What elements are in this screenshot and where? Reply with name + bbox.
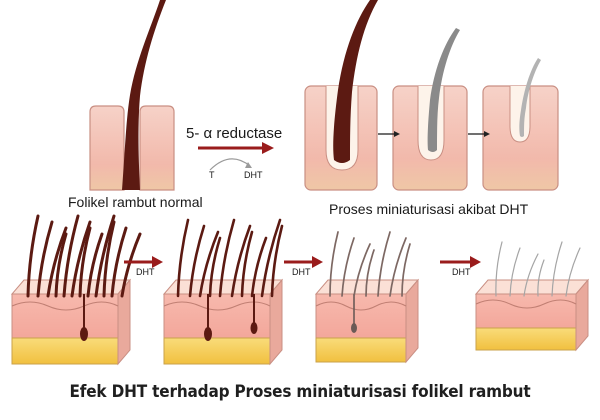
dht-product-label: DHT: [244, 170, 263, 180]
skin-column-left: [89, 105, 125, 191]
hair-strand: [94, 214, 116, 298]
enzyme-arrow-head: [262, 142, 274, 154]
progression-arrow-3: [470, 256, 481, 268]
follicle-2-hair: [427, 28, 460, 152]
conversion-curve: [209, 158, 251, 171]
hair-strand: [240, 230, 254, 298]
terminal-hair-shaft: [122, 0, 166, 190]
progression-arrow-2: [312, 256, 323, 268]
hair-strand: [537, 259, 545, 297]
mini-arrow-1: [394, 131, 400, 137]
hair-strand: [260, 218, 282, 298]
hair-strand: [62, 214, 80, 298]
progression-arrows: [124, 256, 481, 268]
mini-arrow-2: [484, 131, 490, 137]
hair-strand: [250, 236, 268, 298]
hair-strand: [70, 220, 92, 298]
skin-cube-4: [474, 278, 590, 352]
hair-strand: [176, 218, 190, 298]
hair-strand: [208, 236, 222, 298]
progression-arrow-1: [152, 256, 163, 268]
hair-strand: [198, 230, 220, 298]
hair-strand: [218, 218, 236, 298]
enzyme-label: 5- α reductase: [186, 125, 283, 142]
hair-strand: [26, 214, 40, 298]
hair-strand: [102, 220, 116, 298]
hair-strand: [86, 232, 104, 298]
hair-strand: [329, 231, 339, 297]
figure-caption: Efek DHT terhadap Proses miniaturisasi f…: [69, 382, 531, 402]
hair-strands-cube-1: [26, 214, 142, 298]
hair-strand: [78, 226, 92, 298]
hair-strand: [565, 247, 581, 297]
dht-arrow-label-1: DHT: [136, 267, 155, 277]
hair-strand: [551, 241, 563, 297]
testosterone-label: T: [209, 170, 215, 180]
hair-strand: [110, 226, 128, 298]
miniaturization-follicles: [304, 0, 559, 191]
dht-arrow-label-3: DHT: [452, 267, 471, 277]
hair-strand: [230, 224, 252, 298]
hair-strand: [377, 231, 391, 297]
follicle-bulbs: [80, 294, 357, 341]
hair-strand: [120, 232, 142, 298]
hair-strands-cube-2: [176, 218, 284, 298]
enzyme-conversion: [198, 142, 274, 171]
miniaturization-label: Proses miniaturisasi akibat DHT: [329, 201, 529, 217]
hair-strand: [36, 220, 54, 298]
skin-column-right: [139, 105, 175, 191]
hair-strands-cube-3: [329, 231, 411, 297]
follicle-3-hair: [519, 58, 541, 137]
hair-strand: [389, 237, 407, 297]
hair-strand: [495, 241, 503, 297]
normal-follicle-label: Folikel rambut normal: [68, 194, 203, 210]
normal-follicle-group: [89, 0, 175, 191]
hair-strand: [353, 243, 371, 297]
hair-strand: [188, 224, 206, 298]
hair-strand: [509, 247, 521, 297]
follicle-1-hair: [333, 0, 378, 163]
skin-cube-2: [162, 278, 284, 366]
hair-strand: [46, 226, 68, 298]
hair-strand: [365, 249, 375, 297]
hair-strand: [341, 237, 355, 297]
dht-arrow-label-2: DHT: [292, 267, 311, 277]
hair-strand: [270, 224, 284, 298]
hair-strand: [523, 253, 539, 297]
hair-strand: [54, 232, 68, 298]
hair-strand: [401, 243, 411, 297]
hair-strands-cube-4: [495, 241, 581, 297]
